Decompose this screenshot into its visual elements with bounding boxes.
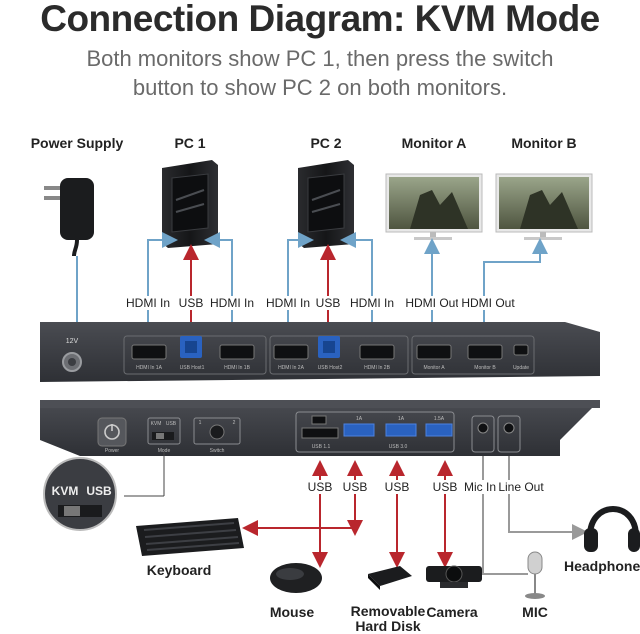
rear-label-usb-host1: USB Host1 — [179, 365, 205, 371]
front-label-1a-1: 1A — [355, 416, 363, 422]
switch-button-icon[interactable] — [193, 417, 241, 445]
label-usb-d: USB — [430, 480, 460, 494]
front-label-switch: Switch — [209, 448, 225, 454]
rear-label-12v: 12V — [65, 338, 79, 345]
hdmi-cable-2b — [340, 232, 380, 344]
label-hdmi-out-b: HDMI Out — [458, 296, 518, 310]
label-pc2: PC 2 — [310, 135, 342, 151]
label-camera: Camera — [426, 604, 478, 620]
mic-icon — [525, 551, 545, 599]
label-hard-disk-line2: Hard Disk — [355, 618, 421, 634]
label-pc1: PC 1 — [174, 135, 206, 151]
label-mic-in: Mic In — [460, 480, 500, 494]
mode-zoom-inset — [43, 452, 165, 531]
label-hdmi-in-3: HDMI In — [262, 296, 314, 310]
rear-label-hdmi-1b: HDMI In 1B — [224, 365, 250, 371]
rear-label-usb-host2: USB Host2 — [317, 365, 343, 371]
audio-jacks-group — [471, 415, 521, 453]
label-usb-b: USB — [340, 480, 370, 494]
rear-label-hdmi-2b: HDMI In 2B — [364, 365, 390, 371]
label-hdmi-in-4: HDMI In — [346, 296, 398, 310]
usb-ports-group — [295, 411, 455, 453]
label-line-out: Line Out — [496, 480, 546, 494]
hdmi-cable-1b — [204, 232, 240, 344]
mode-switch-icon[interactable] — [147, 417, 181, 445]
rear-label-hdmi-1a: HDMI In 1A — [136, 365, 162, 371]
power-adapter-icon — [44, 178, 94, 257]
label-headphone: Headphone — [564, 558, 640, 574]
hdmi-cable-1a — [140, 232, 178, 344]
inset-label-usb: USB — [86, 484, 112, 498]
keyboard-icon — [136, 518, 244, 556]
label-hdmi-out-a: HDMI Out — [402, 296, 462, 310]
label-mouse: Mouse — [269, 604, 315, 620]
rear-label-hdmi-2a: HDMI In 2A — [278, 365, 304, 371]
rear-label-monitor-a: Monitor A — [423, 365, 445, 371]
monitor-a-icon — [385, 173, 483, 240]
monitor-b-icon — [495, 173, 593, 240]
headphone-icon — [584, 506, 640, 552]
label-power-supply: Power Supply — [30, 135, 124, 151]
subtitle-line-2: button to show PC 2 on both monitors. — [132, 75, 508, 100]
front-label-usb: USB — [165, 421, 177, 427]
hdmi-cable-2a — [280, 232, 314, 344]
rear-label-update: Update — [512, 365, 530, 371]
label-monitor-a: Monitor A — [401, 135, 467, 151]
subtitle-line-1: Both monitors show PC 1, then press the … — [86, 46, 554, 71]
label-mic: MIC — [522, 604, 548, 620]
front-label-sw2: 2 — [232, 420, 236, 426]
front-label-mode: Mode — [157, 448, 171, 454]
label-usb-a: USB — [305, 480, 335, 494]
label-hdmi-in-1: HDMI In — [122, 296, 174, 310]
front-label-usb11: USB 1.1 — [311, 444, 331, 450]
front-label-15a: 1.5A — [433, 416, 445, 422]
front-label-sw1: 1 — [198, 420, 202, 426]
label-hard-disk-line1: Removable — [350, 603, 426, 619]
page-title: Connection Diagram: KVM Mode — [40, 0, 600, 39]
label-monitor-b: Monitor B — [511, 135, 577, 151]
label-keyboard: Keyboard — [146, 562, 212, 578]
page-subtitle: Both monitors show PC 1, then press the … — [0, 44, 640, 102]
kvm-rear-panel — [40, 322, 600, 382]
mouse-icon — [270, 563, 322, 593]
power-button-icon[interactable] — [97, 417, 127, 447]
line-out-cable — [508, 456, 588, 540]
label-hdmi-in-2: HDMI In — [206, 296, 258, 310]
inset-label-kvm: KVM — [51, 484, 79, 498]
front-label-usb30: USB 3.0 — [388, 444, 408, 450]
front-label-kvm: KVM — [150, 421, 162, 427]
camera-icon — [426, 565, 482, 588]
label-usb-1: USB — [176, 296, 206, 310]
front-label-1a-2: 1A — [397, 416, 405, 422]
label-usb-2: USB — [313, 296, 343, 310]
mic-cable — [482, 456, 528, 575]
rear-label-monitor-b: Monitor B — [474, 365, 496, 371]
pc2-tower-icon — [298, 160, 354, 248]
label-usb-c: USB — [382, 480, 412, 494]
pc1-tower-icon — [162, 160, 218, 248]
front-label-power: Power — [104, 448, 120, 454]
hard-disk-icon — [368, 566, 412, 590]
